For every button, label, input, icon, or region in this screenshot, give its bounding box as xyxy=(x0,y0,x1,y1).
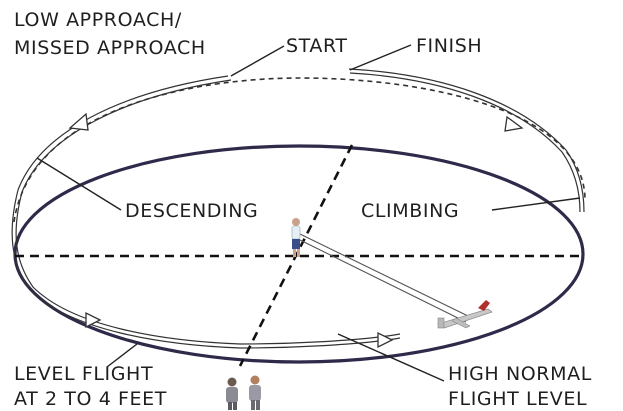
label-leaders xyxy=(36,44,581,382)
direction-arrows xyxy=(68,112,524,349)
start-label: START xyxy=(286,35,348,57)
aircraft-icon xyxy=(437,300,493,329)
arrow-right-icon xyxy=(504,115,524,132)
descending-label: DESCENDING xyxy=(125,200,258,222)
flight-level-ellipse xyxy=(13,144,585,364)
arrow-right-icon xyxy=(85,311,102,329)
high-normal-line-1: HIGH NORMAL xyxy=(448,363,592,385)
climbing-label: CLIMBING xyxy=(361,200,459,222)
title-line-1: LOW APPROACH/ xyxy=(14,9,182,31)
title-line-2: MISSED APPROACH xyxy=(14,37,206,59)
level-flight-line-2: AT 2 TO 4 FEET xyxy=(14,388,167,410)
high-normal-line-2: FLIGHT LEVEL xyxy=(448,388,587,410)
level-flight-line-1: LEVEL FLIGHT xyxy=(14,363,153,385)
pilot-figure xyxy=(291,218,301,257)
tether-line xyxy=(299,233,469,323)
dashed-path-ellipse xyxy=(13,77,586,223)
spectator-figures xyxy=(226,375,261,410)
finish-label: FINISH xyxy=(416,35,482,57)
arrow-left-icon xyxy=(68,112,89,131)
arrow-right-icon xyxy=(377,331,394,349)
